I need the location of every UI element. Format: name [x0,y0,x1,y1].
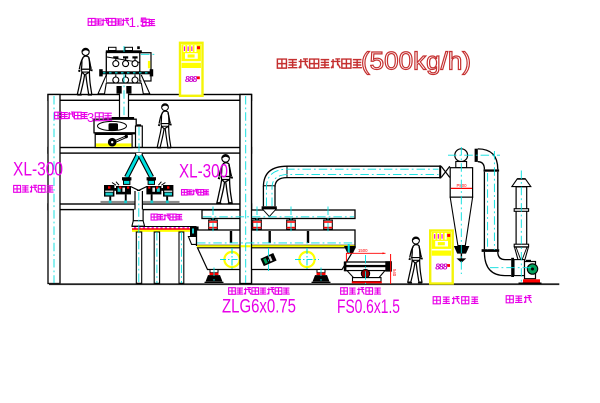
svg-text:(500kg/h): (500kg/h) [361,48,471,76]
svg-text:3: 3 [87,110,94,125]
svg-text:XL-300: XL-300 [13,159,63,181]
svg-text:ZLG6x0.75: ZLG6x0.75 [222,296,296,318]
svg-text:P800: P800 [457,183,468,188]
svg-text:XL-300: XL-300 [179,161,228,183]
svg-text:FS0.6x1.5: FS0.6x1.5 [337,296,400,318]
svg-text:540: 540 [392,269,397,277]
svg-text:1500: 1500 [358,248,368,253]
